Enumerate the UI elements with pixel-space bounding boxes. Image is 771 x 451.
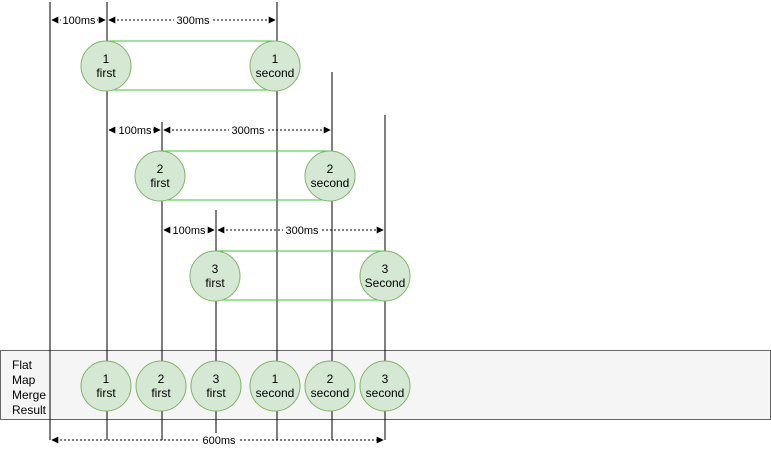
event-3-delay-label: 100ms — [172, 225, 206, 237]
event-3-gap-label: 300ms — [285, 225, 319, 237]
event-2-delay-label: 100ms — [118, 125, 152, 137]
result-label: Flat Map Merge Result — [12, 358, 49, 417]
event-1-gap-label: 300ms — [176, 15, 210, 27]
event-2-gap-label: 300ms — [231, 125, 265, 137]
event-1-delay-label: 100ms — [62, 15, 96, 27]
dimension-labels: 100ms 300ms 100ms 300ms 100ms 300ms 600m… — [61, 13, 321, 447]
total-duration-label: 600ms — [202, 435, 236, 447]
